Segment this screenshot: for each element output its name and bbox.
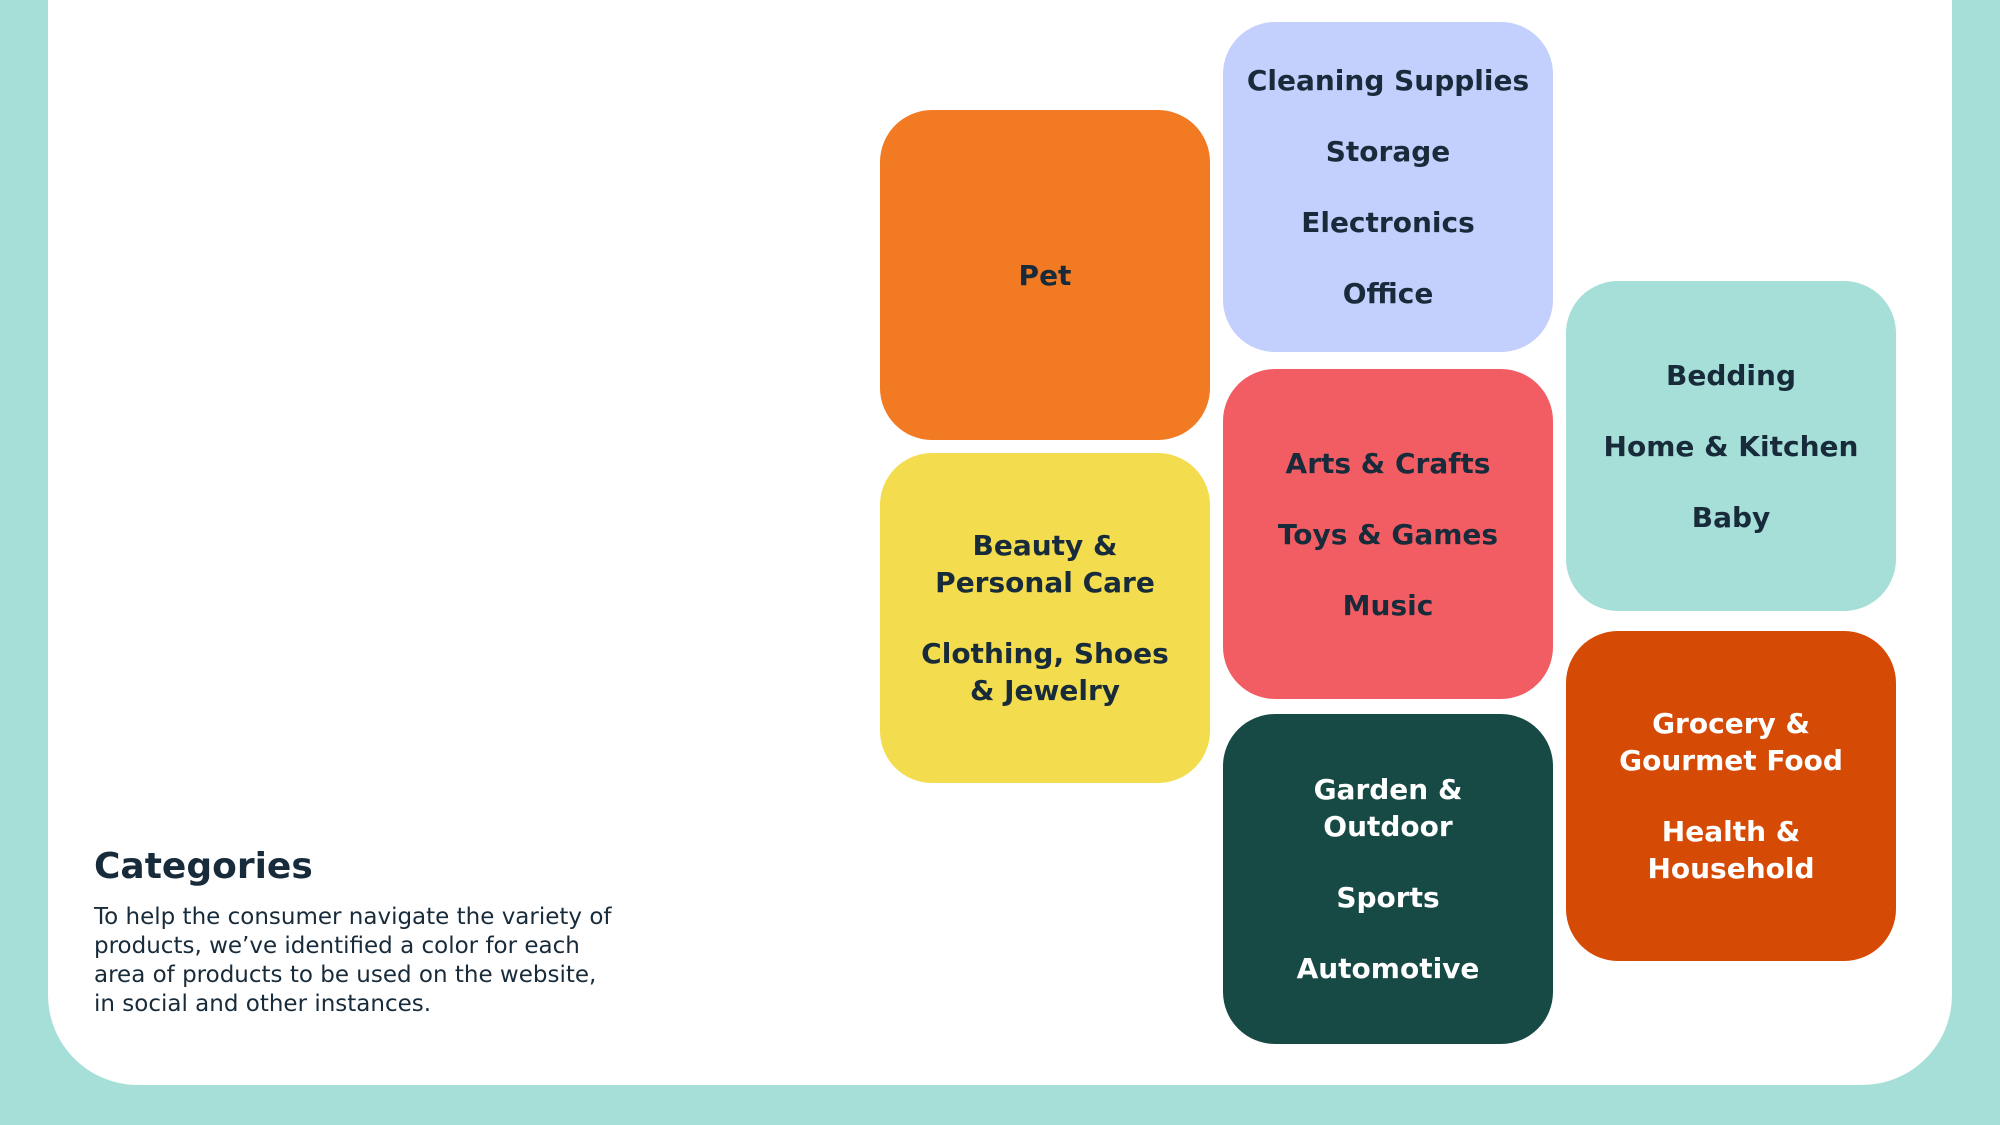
section-description: To help the consumer navigate the variet…: [94, 904, 612, 1017]
category-label: Music: [1342, 588, 1434, 622]
category-label: Beauty & Personal Care: [935, 529, 1155, 599]
category-tile-office-electronics: Cleaning Supplies Storage Electronics Of…: [1223, 22, 1553, 352]
category-label: Baby: [1691, 500, 1771, 534]
category-tile-garden-sports-auto: Garden & Outdoor Sports Automotive: [1223, 714, 1553, 1044]
category-label: Electronics: [1301, 206, 1475, 239]
category-label: Office: [1342, 277, 1434, 310]
category-tile-home: Bedding Home & Kitchen Baby: [1566, 281, 1896, 611]
category-label: Grocery & Gourmet Food: [1619, 707, 1843, 777]
category-label: Arts & Crafts: [1285, 446, 1491, 480]
category-tile-arts-toys-music: Arts & Crafts Toys & Games Music: [1223, 369, 1553, 699]
category-label: Toys & Games: [1277, 517, 1499, 551]
category-tile-beauty-clothing: Beauty & Personal Care Clothing, Shoes &…: [880, 453, 1210, 783]
category-label: Sports: [1336, 881, 1440, 914]
category-label: Pet: [1018, 258, 1072, 292]
category-label: Clothing, Shoes & Jewelry: [921, 637, 1169, 707]
category-tile-pet: Pet: [880, 110, 1210, 440]
category-label: Bedding: [1666, 358, 1796, 392]
category-label: Automotive: [1296, 952, 1480, 985]
category-label: Storage: [1325, 135, 1451, 168]
category-label: Health & Household: [1647, 815, 1815, 885]
section-title: Categories: [94, 846, 313, 887]
category-label: Garden & Outdoor: [1313, 773, 1463, 843]
categories-info: Categories To help the consumer navigate…: [94, 845, 614, 1019]
category-label: Home & Kitchen: [1603, 429, 1859, 463]
category-label: Cleaning Supplies: [1246, 64, 1530, 97]
category-tile-grocery-health: Grocery & Gourmet Food Health & Househol…: [1566, 631, 1896, 961]
